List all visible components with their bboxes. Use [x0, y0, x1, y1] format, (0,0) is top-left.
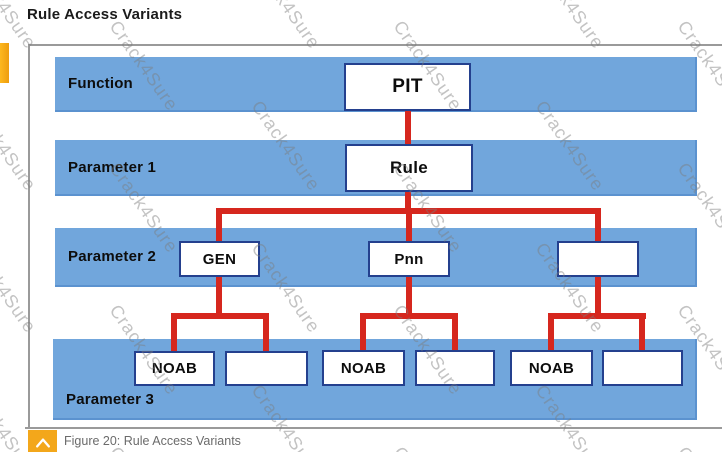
connector-line: [263, 313, 269, 353]
node-rule: Rule: [345, 144, 473, 192]
node-noab-1: NOAB: [134, 351, 215, 386]
figure-caption: Figure 20: Rule Access Variants: [64, 434, 241, 448]
node-noab-3: NOAB: [510, 350, 593, 386]
node-pnn: Pnn: [368, 241, 450, 277]
connector-line: [171, 313, 269, 319]
connector-line: [639, 313, 645, 353]
connector-line: [405, 111, 411, 144]
chevron-up-icon: [35, 438, 50, 447]
watermark-text: Crack4Sure: [673, 443, 722, 452]
connector-line: [171, 313, 177, 353]
watermark-text: Crack4Sure: [389, 443, 467, 452]
row-label-parameter-3: Parameter 3: [66, 391, 155, 408]
row-label-function: Function: [68, 75, 133, 92]
left-accent-tab: [0, 43, 9, 83]
connector-line: [360, 313, 366, 353]
node-parameter2-blank: [557, 241, 639, 277]
caption-divider: [25, 427, 722, 429]
connector-line: [360, 313, 458, 319]
node-blank-1: [225, 351, 308, 386]
row-label-parameter-1: Parameter 1: [68, 158, 157, 176]
node-gen: GEN: [179, 241, 260, 277]
page-title: Rule Access Variants: [27, 6, 183, 23]
node-noab-2: NOAB: [322, 350, 405, 386]
node-blank-3: [602, 350, 683, 386]
node-pit: PIT: [344, 63, 471, 111]
row-label-parameter-2: Parameter 2: [68, 248, 157, 265]
connector-line: [548, 313, 646, 319]
connector-line: [405, 192, 411, 214]
connector-line: [452, 313, 458, 353]
node-blank-2: [415, 350, 495, 386]
connector-line: [548, 313, 554, 353]
figure-collapse-button[interactable]: [28, 430, 57, 452]
